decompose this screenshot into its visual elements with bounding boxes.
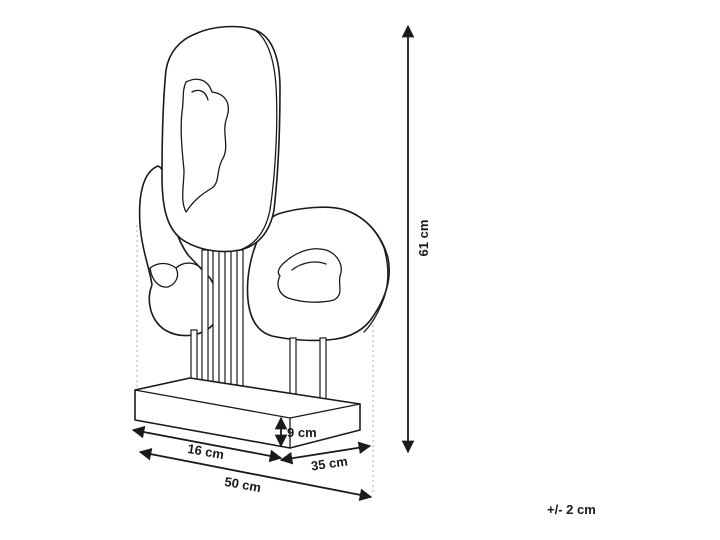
front-slab — [161, 25, 281, 253]
depth-label: 35 cm — [310, 454, 349, 474]
sculpture-drawing-icon — [134, 25, 391, 495]
height-label: 61 cm — [416, 220, 431, 257]
tolerance-label: +/- 2 cm — [547, 502, 596, 517]
base-height-label: 9 cm — [287, 425, 317, 440]
width-label: 50 cm — [223, 474, 262, 495]
width-dimension-line — [138, 447, 373, 502]
support-rods — [190, 249, 327, 405]
dimension-lines — [131, 24, 415, 502]
base-depth-label: 16 cm — [186, 441, 225, 462]
base-block — [134, 377, 361, 449]
right-slab — [246, 206, 391, 342]
